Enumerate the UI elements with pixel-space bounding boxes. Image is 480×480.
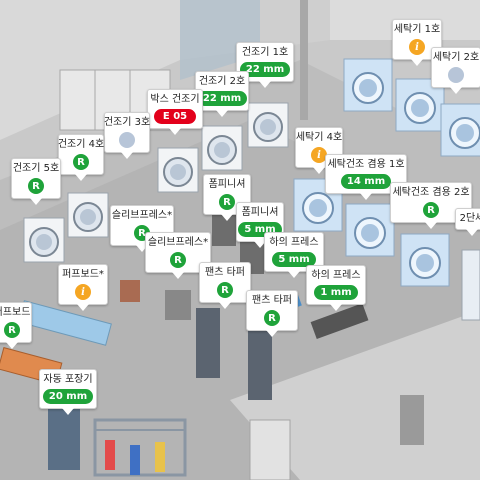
callout-combo-2[interactable]: 세탁건조 겸용 2호 R [390, 182, 472, 229]
callout-washer-2[interactable]: 세탁기 2호 [431, 47, 480, 94]
ready-status-icon: R [423, 202, 439, 218]
callout-puff-board-1[interactable]: 퍼프보드* i [58, 264, 108, 311]
callout-puff-board-2[interactable]: 퍼프보드 R [0, 302, 32, 349]
callout-name: 팬츠 타퍼 [252, 295, 292, 306]
callout-name: 세탁기 1호 [393, 24, 441, 35]
callout-pants-topper-2[interactable]: 팬츠 타퍼 R [246, 290, 298, 337]
callout-name: 폼피니셔 [241, 207, 279, 218]
time-remaining-badge: 1 mm [314, 285, 358, 300]
ready-status-icon: R [73, 154, 89, 170]
time-remaining-badge: 5 mm [272, 252, 316, 267]
callout-name: 팬츠 타퍼 [205, 267, 245, 278]
ready-status-icon: R [219, 194, 235, 210]
callout-name: 건조기 2호 [198, 76, 246, 87]
callout-name: 건조기 1호 [241, 47, 289, 58]
offline-status-icon [119, 132, 135, 148]
info-icon: i [409, 39, 425, 55]
callout-dryer-1[interactable]: 건조기 1호 22 mm [236, 42, 294, 88]
callout-dryer-5[interactable]: 건조기 5호 R [11, 158, 61, 205]
ready-status-icon: R [170, 252, 186, 268]
callout-legger-press-2[interactable]: 하의 프레스 1 mm [306, 265, 366, 311]
callout-name: 건조기 3호 [103, 117, 151, 128]
callout-name: 건조기 4호 [57, 139, 105, 150]
callout-stacked-2[interactable]: 2단세 [455, 208, 480, 236]
callout-name: 2단세 [459, 213, 480, 224]
callout-name: 폼피니셔 [208, 179, 246, 190]
callout-name: 퍼프보드 [0, 307, 31, 318]
time-remaining-badge: 22 mm [239, 62, 291, 77]
callout-pants-topper-1[interactable]: 팬츠 타퍼 R [199, 262, 251, 309]
ready-status-icon: R [4, 322, 20, 338]
time-remaining-badge: 14 mm [340, 174, 392, 189]
callout-name: 하의 프레스 [269, 237, 319, 248]
info-icon: i [311, 147, 327, 163]
time-remaining-badge: 22 mm [196, 91, 248, 106]
callout-name: 세탁기 2호 [432, 52, 480, 63]
callout-name: 건조기 5호 [12, 163, 60, 174]
callout-name: 퍼프보드* [62, 269, 104, 280]
error-code-badge: E 05 [154, 109, 196, 124]
callout-name: 자동 포장기 [43, 374, 93, 385]
callout-auto-packer[interactable]: 자동 포장기 20 mm [39, 369, 97, 415]
callout-name: 세탁건조 겸용 2호 [392, 187, 470, 198]
info-icon: i [75, 284, 91, 300]
ready-status-icon: R [264, 310, 280, 326]
ready-status-icon: R [28, 178, 44, 194]
callout-box-dryer[interactable]: 박스 건조기 E 05 [147, 89, 203, 135]
callout-form-finisher-2[interactable]: 폼피니셔 5 mm [236, 202, 284, 248]
callout-legger-press-1[interactable]: 하의 프레스 5 mm [264, 232, 324, 278]
callout-name: 박스 건조기 [150, 94, 200, 105]
callout-name: 하의 프레스 [311, 270, 361, 281]
callout-dryer-2[interactable]: 건조기 2호 22 mm [195, 71, 249, 117]
offline-status-icon [448, 67, 464, 83]
callout-name: 슬리브프레스* [147, 237, 209, 248]
callout-name: 슬리브프레스* [111, 210, 173, 221]
callout-dryer-4[interactable]: 건조기 4호 R [57, 134, 105, 181]
time-remaining-badge: 20 mm [42, 389, 94, 404]
callout-dryer-3[interactable]: 건조기 3호 [103, 112, 151, 159]
callout-name: 세탁건조 겸용 1호 [327, 159, 405, 170]
ready-status-icon: R [217, 282, 233, 298]
callout-name: 세탁기 4호 [295, 132, 343, 143]
